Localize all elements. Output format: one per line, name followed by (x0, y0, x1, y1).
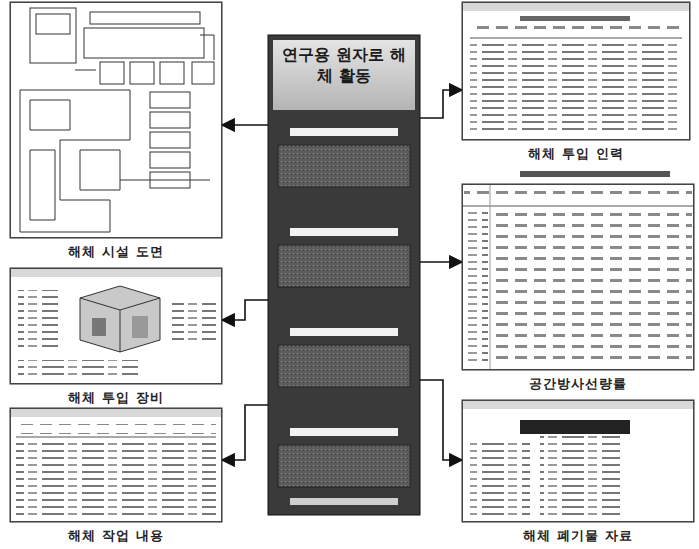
equipment-screenshot (10, 268, 222, 384)
screenshot-frame: 해체 폐기물 자료 (462, 400, 694, 522)
screenshot-frame: 해체 투입 인력 (462, 2, 690, 140)
screenshot-frame: 해체 시설 도면 (10, 2, 222, 238)
screenshot-caption: 해체 폐기물 자료 (523, 527, 632, 545)
connector-arrow (222, 124, 268, 126)
floor-plan-screenshot (10, 2, 222, 238)
menu-bar-light (290, 228, 398, 236)
screenshot-frame: 해체 투입 장비 (10, 268, 222, 384)
panel-title: 연구용 원자로 해체 활동 (268, 35, 420, 87)
screenshot-frame: 해체 작업 내용 (10, 408, 222, 522)
connector-arrow (420, 380, 462, 460)
screenshot-caption: 해체 투입 인력 (528, 145, 623, 163)
work-list-screenshot (10, 408, 222, 522)
connector-arrow (222, 300, 268, 320)
screenshot-frame: 공간방사선량률 (462, 184, 694, 370)
menu-bar-light (290, 128, 398, 136)
connector-arrow (420, 261, 462, 263)
menu-panel: 연구용 원자로 해체 활동 (268, 35, 420, 515)
menu-bars (278, 128, 410, 505)
screenshot-caption: 해체 투입 장비 (68, 389, 163, 407)
menu-bar-light (290, 328, 398, 336)
menu-bar-dark (278, 145, 410, 187)
menu-bar-dark (278, 345, 410, 387)
personnel-screenshot (462, 2, 690, 140)
connector-arrow (420, 90, 462, 118)
screenshot-caption: 해체 시설 도면 (68, 243, 163, 261)
menu-bar-dark (278, 445, 410, 487)
center-panel-art (268, 35, 420, 515)
menu-bar-dark (278, 245, 410, 287)
dose-rate-table (462, 171, 694, 370)
screenshot-caption: 해체 작업 내용 (68, 527, 163, 545)
connector-arrow (222, 405, 268, 460)
menu-bar-light (290, 428, 398, 436)
waste-data-screenshot (462, 400, 694, 522)
screenshot-caption: 공간방사선량률 (529, 375, 627, 393)
panel-ground (268, 35, 420, 515)
menu-bar-light (290, 498, 398, 505)
